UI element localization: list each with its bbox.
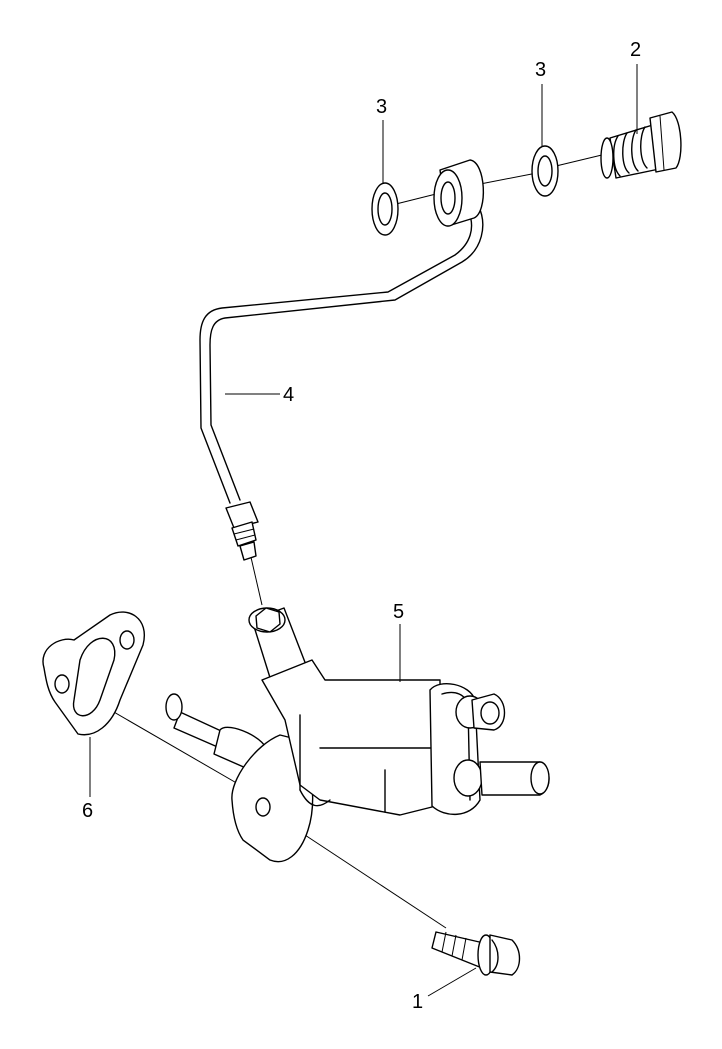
callout-3-left: 3	[376, 96, 387, 118]
callout-5: 5	[393, 601, 404, 623]
callout-leaders	[90, 64, 637, 996]
callout-labels: 1 2 3 3 4 5 6	[82, 39, 641, 1013]
gasket[interactable]	[43, 612, 144, 735]
oil-pipe[interactable]	[200, 160, 483, 560]
alignment-lines	[62, 154, 606, 928]
callout-2: 2	[630, 39, 641, 61]
banjo-bolt[interactable]	[601, 112, 681, 178]
washer-left[interactable]	[372, 183, 398, 235]
flange-bolt[interactable]	[432, 932, 520, 975]
callout-4: 4	[283, 384, 294, 406]
washer-right[interactable]	[532, 146, 558, 196]
release-cylinder[interactable]	[166, 608, 549, 862]
callout-6: 6	[82, 800, 93, 822]
callout-3-right: 3	[535, 59, 546, 81]
callout-1: 1	[412, 991, 423, 1013]
